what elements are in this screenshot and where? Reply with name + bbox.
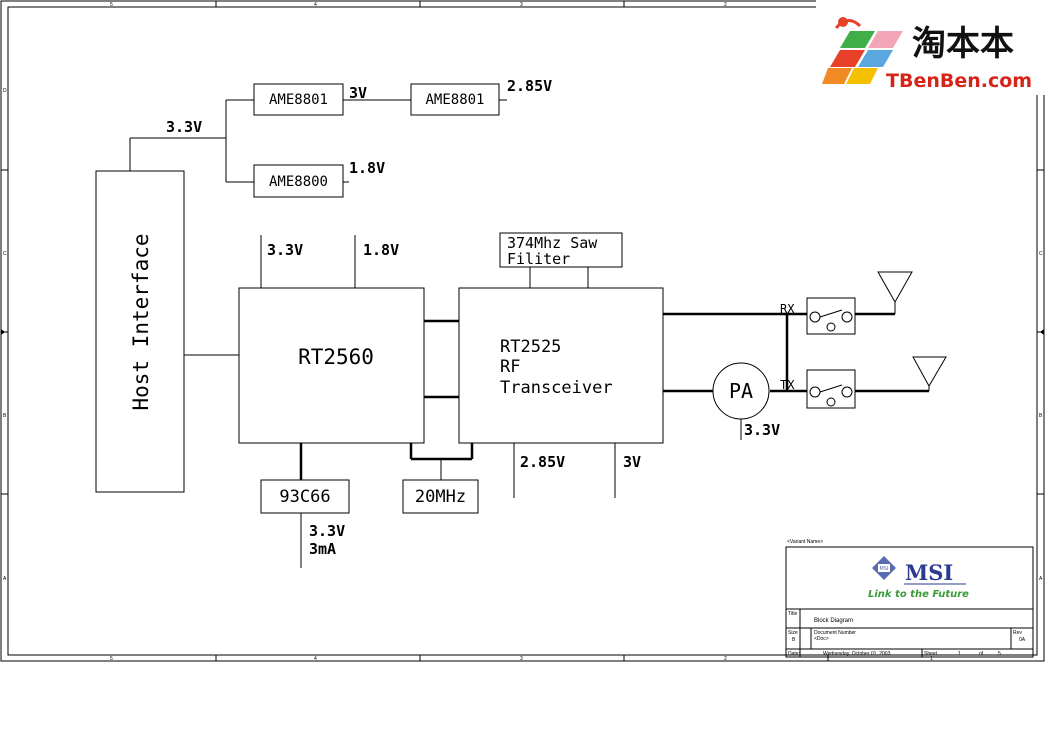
border-row-b-left: B xyxy=(3,413,7,419)
of-label: of xyxy=(979,651,984,657)
border-col-2-top: 2 xyxy=(724,2,727,8)
ame8801-regulator-1: AME8801 xyxy=(253,83,344,116)
ame8801-regulator-2: AME8801 xyxy=(410,83,500,116)
sheet-label: Sheet xyxy=(924,651,938,657)
msi-logo: MSI MSI Link to the Future xyxy=(868,556,969,600)
host-3v3-label: 3.3V xyxy=(166,118,202,136)
watermark-cn-text: 淘本本 xyxy=(912,24,1014,64)
tx-antenna-icon xyxy=(912,356,947,388)
rt2560-1v8-label: 1.8V xyxy=(363,241,399,259)
eeprom-3v3-label: 3.3V xyxy=(309,522,345,540)
drawing-border: 5 4 3 2 1 5 4 3 2 1 D C B A D C B A xyxy=(0,0,1045,662)
of-value: 5 xyxy=(998,651,1001,657)
saw-filter-label-line2: Filiter xyxy=(507,250,570,268)
eeprom-3ma-label: 3mA xyxy=(309,540,336,558)
docnum-value: <Doc> xyxy=(814,636,829,642)
title-value: Block Diagram xyxy=(814,618,853,624)
rt2525-label-line1: RT2525 xyxy=(500,337,561,357)
saw-filter-block: 374Mhz Saw Filiter xyxy=(499,232,623,268)
border-col-3-bottom: 3 xyxy=(520,656,523,662)
host-interface-label: Host Interface xyxy=(129,233,153,410)
ame-1v8-label: 1.8V xyxy=(349,159,385,177)
crystal-20mhz: 20MHz xyxy=(402,479,479,514)
watermark-cube-icon xyxy=(822,17,903,84)
border-col-5-top: 5 xyxy=(110,2,113,8)
crystal-label: 20MHz xyxy=(415,487,466,507)
watermark-domain: TBenBen.com xyxy=(886,70,1032,92)
ame8801-2-label: AME8801 xyxy=(425,92,484,108)
pa-label: PA xyxy=(729,379,753,403)
rt2525-2v85-label: 2.85V xyxy=(520,453,565,471)
rt2560-rt2525-bus xyxy=(409,319,474,480)
border-col-4-top: 4 xyxy=(314,2,317,8)
tx-switch xyxy=(806,369,856,409)
rt2560-3v3-label: 3.3V xyxy=(267,241,303,259)
title-label: Title xyxy=(788,611,797,617)
eeprom-93c66: 93C66 xyxy=(260,479,350,514)
border-row-c-right: C xyxy=(1039,251,1043,257)
variant-name: <Variant Name> xyxy=(787,539,823,545)
ame8800-label: AME8800 xyxy=(269,174,328,190)
power-tree: 3.3V 3V 2.85V 1.8V xyxy=(129,77,552,183)
rf-front-end xyxy=(663,312,810,393)
rt2525-transceiver: RT2525 RF Transceiver xyxy=(458,287,664,444)
pa-3v3-label: 3.3V xyxy=(744,421,780,439)
eeprom-label: 93C66 xyxy=(279,487,330,507)
ame-3v-label: 3V xyxy=(349,84,367,102)
rt2560-chip: RT2560 xyxy=(238,287,425,444)
border-row-a-left: A xyxy=(3,576,7,582)
border-row-a-right: A xyxy=(1039,576,1043,582)
size-label: Size xyxy=(788,630,798,636)
date-value: Wednesday, October 01, 2003 xyxy=(823,651,891,657)
border-row-d-left: D xyxy=(3,88,7,94)
rx-antenna-icon xyxy=(877,271,913,304)
border-row-c-left: C xyxy=(3,251,7,257)
rt2560-label: RT2560 xyxy=(298,345,374,369)
rt2525-label-line2: RF xyxy=(500,357,520,377)
sheet-value: 1 xyxy=(958,651,961,657)
ame-2v85-label: 2.85V xyxy=(507,77,552,95)
msi-logo-text: MSI xyxy=(905,560,953,585)
rx-switch xyxy=(806,297,856,335)
border-col-1-bottom: 1 xyxy=(930,656,933,662)
docnum-label: Document Number xyxy=(814,630,856,636)
rev-label: Rev xyxy=(1013,630,1022,636)
title-block: <Variant Name> MSI MSI Link to the Futur… xyxy=(785,539,1034,658)
rt2525-3v-label: 3V xyxy=(623,453,641,471)
saw-filter-label-line1: 374Mhz Saw xyxy=(507,234,598,252)
border-row-b-right: B xyxy=(1039,413,1043,419)
border-col-2-bottom: 2 xyxy=(724,656,727,662)
ame8800-regulator: AME8800 xyxy=(253,164,344,198)
tbenben-watermark: 淘本本 TBenBen.com xyxy=(816,0,1046,95)
size-value: B xyxy=(792,637,796,643)
rx-label: RX xyxy=(780,302,795,316)
date-label: Date: xyxy=(788,651,800,657)
ame8801-1-label: AME8801 xyxy=(269,92,328,108)
msi-tagline: Link to the Future xyxy=(868,589,969,600)
border-col-4-bottom: 4 xyxy=(314,656,317,662)
host-interface-block: Host Interface xyxy=(95,170,185,493)
border-col-3-top: 3 xyxy=(520,2,523,8)
rt2525-label-line3: Transceiver xyxy=(500,378,613,398)
power-amplifier: PA xyxy=(712,362,770,420)
rev-value: 0A xyxy=(1019,637,1026,643)
tx-label: TX xyxy=(780,378,795,392)
msi-logo-badge: MSI xyxy=(880,566,889,572)
border-col-5-bottom: 5 xyxy=(110,656,113,662)
